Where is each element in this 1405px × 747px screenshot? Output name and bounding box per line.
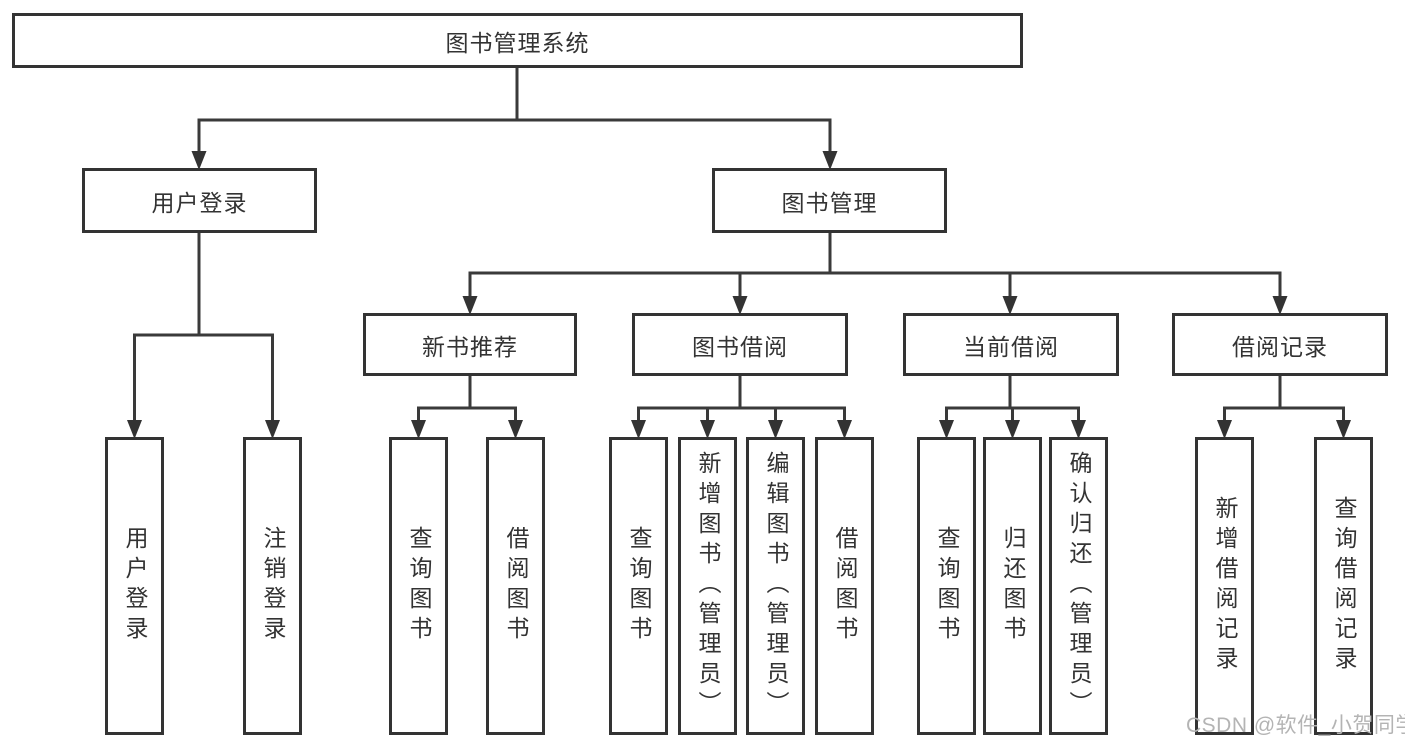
connector-root-branch bbox=[197, 118, 832, 151]
leaf-query-books-3: 查询图书 bbox=[917, 437, 976, 735]
arrow-leaf-d1 bbox=[939, 420, 954, 439]
arrow-leaf-b2 bbox=[508, 420, 523, 439]
leaf-confirm-return-admin: 确认归还（管理员） bbox=[1049, 437, 1108, 735]
arrow-leaf-login bbox=[127, 420, 142, 439]
node-current-borrow: 当前借阅 bbox=[903, 313, 1119, 376]
arrow-mgmt bbox=[822, 151, 838, 170]
leaf-borrow-books-2: 借阅图书 bbox=[815, 437, 874, 735]
arrow-recommend bbox=[462, 296, 478, 315]
node-user-login: 用户登录 bbox=[82, 168, 317, 233]
leaf-return-books: 归还图书 bbox=[983, 437, 1042, 735]
arrow-leaf-logout bbox=[265, 420, 280, 439]
arrow-leaf-c3 bbox=[768, 420, 783, 439]
leaf-logout: 注销登录 bbox=[243, 437, 302, 735]
node-borrow-records: 借阅记录 bbox=[1172, 313, 1388, 376]
arrow-leaf-c2 bbox=[700, 420, 715, 439]
arrow-current bbox=[1002, 296, 1018, 315]
connector-login-branch bbox=[133, 333, 274, 420]
leaf-add-book-admin: 新增图书（管理员） bbox=[678, 437, 737, 735]
arrow-leaf-e1 bbox=[1217, 420, 1232, 439]
leaf-query-books-1: 查询图书 bbox=[389, 437, 448, 735]
connector-records-branch bbox=[1223, 406, 1345, 420]
node-book-management: 图书管理 bbox=[712, 168, 947, 233]
arrow-leaf-d3 bbox=[1071, 420, 1086, 439]
arrow-leaf-d2 bbox=[1005, 420, 1020, 439]
connector-recommend-branch bbox=[417, 406, 517, 420]
leaf-query-books-2: 查询图书 bbox=[609, 437, 668, 735]
connector-mgmt-branch bbox=[468, 271, 1282, 296]
node-root: 图书管理系统 bbox=[12, 13, 1023, 68]
leaf-edit-book-admin: 编辑图书（管理员） bbox=[746, 437, 805, 735]
arrow-leaf-b1 bbox=[411, 420, 426, 439]
arrow-borrow bbox=[732, 296, 748, 315]
leaf-query-borrow-record: 查询借阅记录 bbox=[1314, 437, 1373, 735]
arrow-login bbox=[191, 151, 207, 170]
watermark: CSDN @软件_小贺同学 bbox=[1186, 714, 1405, 737]
connector-borrow-branch bbox=[637, 406, 846, 420]
node-new-book-recommend: 新书推荐 bbox=[363, 313, 577, 376]
leaf-borrow-books-1: 借阅图书 bbox=[486, 437, 545, 735]
arrow-leaf-c4 bbox=[837, 420, 852, 439]
leaf-user-login: 用户登录 bbox=[105, 437, 164, 735]
node-book-borrow: 图书借阅 bbox=[632, 313, 848, 376]
arrow-leaf-c1 bbox=[631, 420, 646, 439]
leaf-add-borrow-record: 新增借阅记录 bbox=[1195, 437, 1254, 735]
arrow-records bbox=[1272, 296, 1288, 315]
arrow-leaf-e2 bbox=[1336, 420, 1351, 439]
